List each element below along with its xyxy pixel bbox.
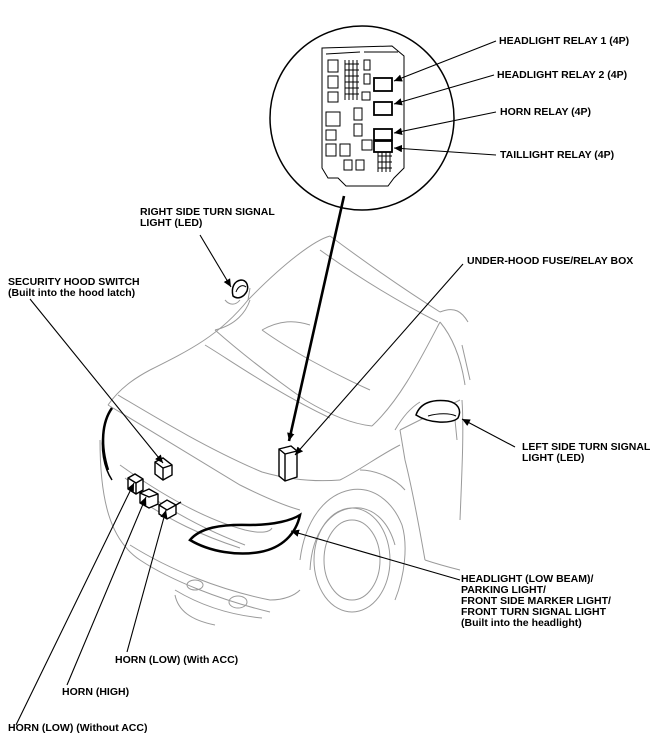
label-security-hood-switch-line2: (Built into the hood latch) <box>8 287 136 299</box>
headlight-relay-2-box <box>373 101 393 116</box>
label-horn-high: HORN (HIGH) <box>62 686 130 698</box>
label-headlight-line1: HEADLIGHT (LOW BEAM)/ <box>461 573 594 585</box>
horn-low-with-acc <box>158 499 182 520</box>
label-headlight-relay-2: HEADLIGHT RELAY 2 (4P) <box>497 69 628 81</box>
label-left-turn-signal-line2: LIGHT (LED) <box>522 452 585 464</box>
taillight-relay-box <box>373 140 393 153</box>
under-hood-fuse-relay-box <box>278 445 298 482</box>
label-left-turn-signal-line1: LEFT SIDE TURN SIGNAL <box>522 441 651 453</box>
label-headlight-line2: PARKING LIGHT/ <box>461 584 546 596</box>
horn-relay-box <box>373 128 393 141</box>
label-right-turn-signal-line1: RIGHT SIDE TURN SIGNAL <box>140 206 275 218</box>
label-under-hood-fuse-box: UNDER-HOOD FUSE/RELAY BOX <box>467 255 634 267</box>
label-headlight-line4: FRONT TURN SIGNAL LIGHT <box>461 606 607 618</box>
label-headlight-line5: (Built into the headlight) <box>461 617 582 629</box>
label-headlight-line3: FRONT SIDE MARKER LIGHT/ <box>461 595 611 607</box>
security-hood-switch <box>154 457 173 481</box>
label-horn-low-without-acc: HORN (LOW) (Without ACC) <box>8 722 148 734</box>
leader-lines <box>15 40 516 726</box>
label-right-turn-signal-line2: LIGHT (LED) <box>140 217 203 229</box>
headlight-assembly <box>101 407 302 555</box>
label-horn-relay: HORN RELAY (4P) <box>500 106 592 118</box>
label-horn-low-with-acc: HORN (LOW) (With ACC) <box>115 654 239 666</box>
horn-high <box>139 488 159 509</box>
label-headlight-relay-1: HEADLIGHT RELAY 1 (4P) <box>499 35 630 47</box>
right-side-turn-signal-light <box>231 279 249 299</box>
left-side-turn-signal-light <box>415 399 461 423</box>
headlight-relay-1-box <box>373 77 393 92</box>
magnified-fuse-box-view <box>269 25 455 442</box>
label-security-hood-switch-line1: SECURITY HOOD SWITCH <box>8 276 140 288</box>
label-taillight-relay: TAILLIGHT RELAY (4P) <box>500 149 615 161</box>
